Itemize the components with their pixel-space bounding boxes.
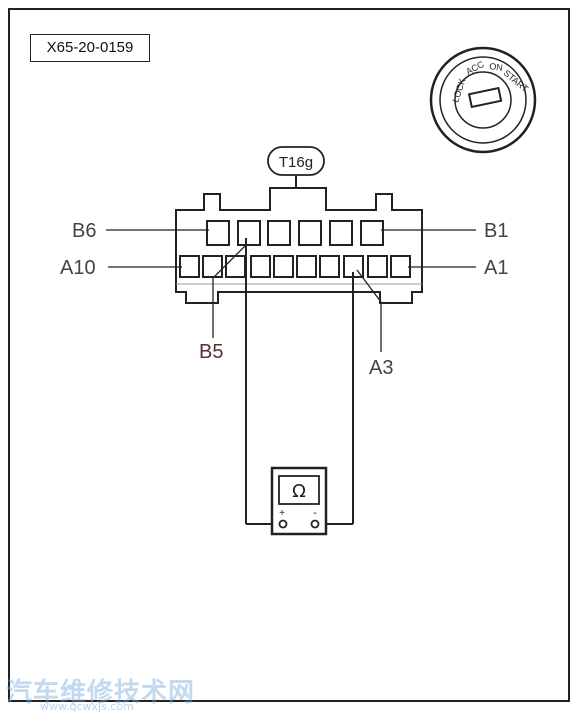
- a-row-pins: [179, 255, 411, 278]
- pin-a4: [319, 255, 340, 278]
- pin-b4: [267, 220, 291, 246]
- connector-label: T16g: [267, 146, 325, 188]
- label-a3: A3: [369, 357, 393, 379]
- figure-id-label: X65-20-0159: [30, 34, 150, 62]
- ohmmeter-icon: Ω + -: [270, 466, 328, 536]
- pin-a7: [250, 255, 271, 278]
- leader-lines: [106, 229, 476, 352]
- ignition-switch-icon: LOCK ACC ON START: [429, 46, 537, 154]
- pin-b5: [237, 220, 261, 246]
- meter-plus: +: [279, 508, 285, 519]
- pin-a10: [179, 255, 200, 278]
- label-a1: A1: [484, 257, 508, 279]
- watermark-url: www.qcwxjs.com: [40, 700, 134, 713]
- label-a10: A10: [60, 257, 96, 279]
- pin-a8: [225, 255, 246, 278]
- meter-symbol: Ω: [292, 481, 306, 502]
- ignition-pos-on: ON: [489, 61, 504, 73]
- pin-b2: [329, 220, 353, 246]
- label-b5: B5: [199, 341, 223, 363]
- pin-b1: [360, 220, 384, 246]
- pin-a6: [273, 255, 294, 278]
- connector-name: T16g: [279, 154, 313, 171]
- meter-minus: -: [313, 507, 317, 519]
- b-row-pins: [206, 220, 384, 246]
- pin-a2: [367, 255, 388, 278]
- label-b1: B1: [484, 220, 508, 242]
- pin-a5: [296, 255, 317, 278]
- pin-b6: [206, 220, 230, 246]
- pin-a1: [390, 255, 411, 278]
- watermark-text: 汽车维修技术网: [6, 678, 196, 708]
- pin-a9: [202, 255, 223, 278]
- diagram-frame: [8, 8, 570, 702]
- pin-b3: [298, 220, 322, 246]
- label-b6: B6: [72, 220, 96, 242]
